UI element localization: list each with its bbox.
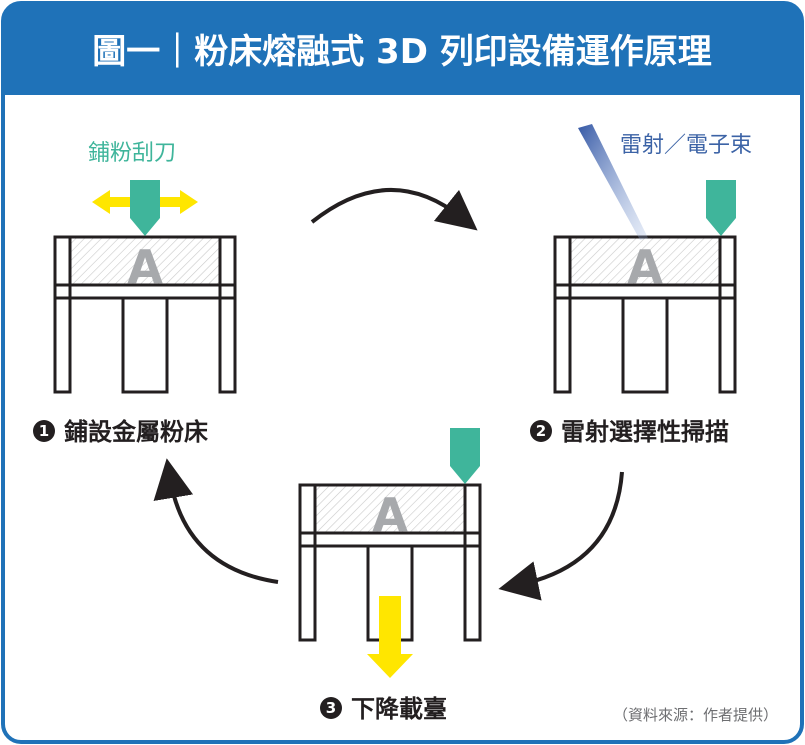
panel-scan: A 雷射／電子束 (553, 124, 752, 394)
cycle-arrow-top (310, 188, 478, 231)
part-letter: A (127, 240, 163, 294)
step-label-3: 3 下降載臺 (320, 695, 447, 723)
step-label-1: 1 鋪設金屬粉床 (33, 418, 208, 446)
recoater-blade (130, 180, 160, 236)
part-letter: A (372, 488, 408, 542)
laser-beam (578, 124, 648, 240)
figure-title: 圖一｜粉床熔融式 3D 列印設備運作原理 (92, 32, 712, 72)
step-label-2: 2 雷射選擇性掃描 (530, 418, 729, 446)
laser-label: 雷射／電子束 (620, 133, 752, 158)
step-number: 2 (536, 422, 546, 440)
step-number-badge (33, 420, 55, 442)
recoater-label: 鋪粉刮刀 (88, 141, 176, 166)
powder-bed (315, 485, 465, 533)
panel-lower: A (298, 428, 482, 678)
step-label: 鋪設金屬粉床 (64, 418, 208, 446)
step-label: 下降載臺 (351, 695, 447, 723)
title-bar (3, 3, 802, 95)
powder-bed (70, 237, 220, 285)
recoater-blade (450, 428, 480, 484)
step-number: 3 (326, 699, 336, 717)
step-label: 雷射選擇性掃描 (561, 418, 729, 446)
recoater-blade (706, 180, 736, 236)
machine-frame (298, 483, 482, 642)
source-credit: （資料來源：作者提供） (613, 706, 778, 724)
cycle-arrow-left (153, 458, 279, 584)
machine-frame (53, 235, 237, 394)
step-number-badge (320, 697, 342, 719)
step-number-badge (530, 420, 552, 442)
powder-bed (570, 237, 720, 285)
part-letter: A (627, 240, 663, 294)
panel-recoat: A 鋪粉刮刀 (53, 141, 237, 394)
step-number: 1 (39, 422, 49, 440)
down-arrow (367, 596, 413, 678)
cycle-arrow-right (498, 471, 624, 601)
